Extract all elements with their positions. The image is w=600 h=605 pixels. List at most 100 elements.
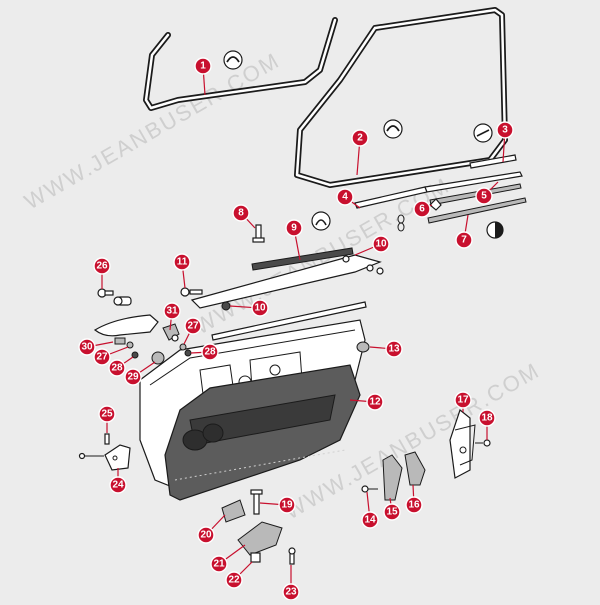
callout-30: 30 (78, 338, 96, 356)
svg-text:26: 26 (96, 261, 108, 272)
lhd-symbol-icon (223, 50, 243, 70)
svg-text:29: 29 (127, 372, 139, 383)
chain-link-icon (397, 214, 405, 232)
svg-text:4: 4 (342, 192, 348, 203)
callout-18: 18 (478, 409, 496, 427)
callout-2: 2 (351, 129, 369, 147)
svg-text:20: 20 (200, 530, 212, 541)
outer-strip (469, 154, 517, 169)
callout-16: 16 (405, 496, 423, 514)
svg-text:27: 27 (96, 352, 108, 363)
washer-part-27b (179, 343, 187, 351)
nut-part-28b (184, 349, 192, 357)
arrow-symbol-icon (473, 123, 493, 143)
callout-22: 22 (225, 571, 243, 589)
callout-21: 21 (210, 555, 228, 573)
callout-1: 1 (194, 57, 212, 75)
window-strip (251, 247, 354, 271)
callout-9: 9 (285, 219, 303, 237)
svg-text:10: 10 (375, 239, 387, 250)
washer-part-27 (126, 341, 134, 349)
callout-28-left: 28 (108, 359, 126, 377)
svg-text:2: 2 (357, 133, 363, 144)
callout-8: 8 (232, 204, 250, 222)
callout-15: 15 (383, 503, 401, 521)
callout-27-left: 27 (93, 348, 111, 366)
screw-part-11 (180, 287, 203, 297)
svg-text:19: 19 (281, 500, 293, 511)
svg-text:11: 11 (177, 257, 188, 268)
callout-24: 24 (109, 476, 127, 494)
svg-text:5: 5 (481, 191, 487, 202)
svg-text:7: 7 (461, 235, 467, 246)
svg-text:31: 31 (166, 306, 178, 317)
svg-text:14: 14 (364, 515, 376, 526)
svg-text:23: 23 (285, 587, 297, 598)
callout-25: 25 (98, 405, 116, 423)
svg-text:18: 18 (481, 413, 493, 424)
callout-11: 11 (173, 253, 191, 271)
knob-part-29 (151, 351, 165, 365)
pad-part-30 (114, 337, 126, 345)
callout-5: 5 (475, 187, 493, 205)
callout-7: 7 (455, 231, 473, 249)
half-disc-symbol-icon (486, 221, 504, 239)
callout-13: 13 (385, 340, 403, 358)
svg-text:3: 3 (502, 125, 508, 136)
callout-6: 6 (413, 200, 431, 218)
svg-text:30: 30 (81, 342, 93, 353)
door-window-seal (294, 7, 508, 188)
callout-23: 23 (282, 583, 300, 601)
svg-text:10: 10 (254, 303, 266, 314)
callout-20: 20 (197, 526, 215, 544)
clip (429, 198, 442, 211)
callout-10-upper: 10 (372, 235, 390, 253)
rhd-symbol-icon (383, 119, 403, 139)
svg-text:21: 21 (213, 559, 225, 570)
bolt-part-25 (104, 433, 110, 445)
striker-spacer (404, 451, 426, 486)
bushing-part-22 (250, 552, 261, 563)
callout-10-lower: 10 (251, 299, 269, 317)
callout-29: 29 (124, 368, 142, 386)
nut-part-28 (131, 351, 139, 359)
lock-cylinder (97, 288, 132, 306)
svg-text:8: 8 (238, 208, 244, 219)
plate-part-20 (221, 499, 246, 523)
svg-text:28: 28 (111, 363, 123, 374)
callout-4: 4 (336, 188, 354, 206)
rail-screws (342, 255, 384, 275)
screw-part-8 (252, 224, 265, 243)
svg-text:17: 17 (457, 395, 469, 406)
svg-text:1: 1 (200, 61, 206, 72)
screw-part-14 (361, 485, 378, 493)
door-top-strip (211, 301, 367, 341)
striker-plate (382, 454, 403, 501)
callout-14: 14 (361, 511, 379, 529)
svg-text:15: 15 (386, 507, 398, 518)
door-panel (164, 364, 361, 501)
lower-hinge (237, 521, 283, 556)
callout-28-right: 28 (201, 343, 219, 361)
svg-text:24: 24 (112, 480, 124, 491)
door-latch-mechanism (449, 408, 476, 479)
svg-text:6: 6 (419, 204, 425, 215)
nut-part-10 (221, 301, 231, 311)
door-check-hinge (78, 444, 131, 471)
callout-26: 26 (93, 257, 111, 275)
quarter-window-seal (143, 17, 338, 111)
callout-12: 12 (366, 393, 384, 411)
pin-part-19 (250, 489, 263, 515)
outside-door-handle (93, 314, 159, 337)
bolt-part-23 (288, 547, 296, 565)
svg-text:28: 28 (204, 347, 216, 358)
screw-part-18 (475, 439, 491, 447)
svg-text:27: 27 (187, 321, 199, 332)
callout-27-right: 27 (184, 317, 202, 335)
seat-symbol-icon (311, 211, 331, 231)
door-button (356, 341, 370, 353)
latch-part-31 (162, 323, 180, 342)
svg-text:12: 12 (369, 397, 381, 408)
